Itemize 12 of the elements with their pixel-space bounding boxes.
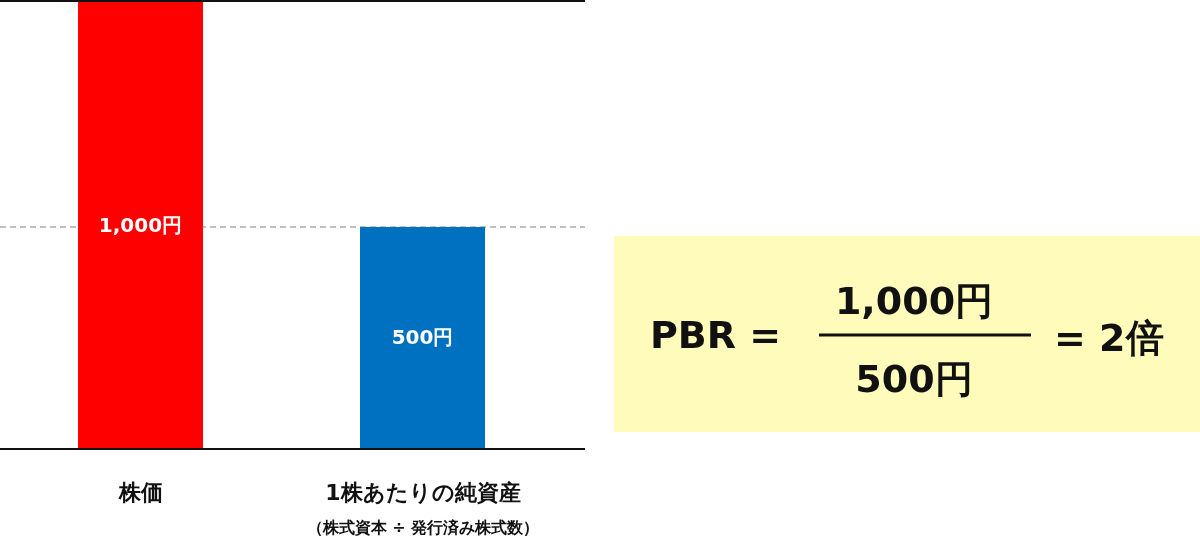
formula-note: （株式資本 ÷ 発行済み株式数） (306, 518, 540, 539)
formula-result: = 2倍 (1054, 315, 1164, 362)
bar (360, 227, 485, 448)
numerator: 1,000円 (834, 278, 994, 325)
category-label: 1株あたりの純資産 (325, 479, 521, 507)
value-label: 1,000円 (98, 211, 183, 239)
denominator: 500円 (855, 356, 973, 403)
bar (78, 2, 203, 448)
formula-lhs: PBR = (650, 313, 782, 357)
value-label: 500円 (391, 324, 454, 351)
formula-panel (614, 236, 1200, 432)
category-label: 株価 (119, 479, 163, 507)
